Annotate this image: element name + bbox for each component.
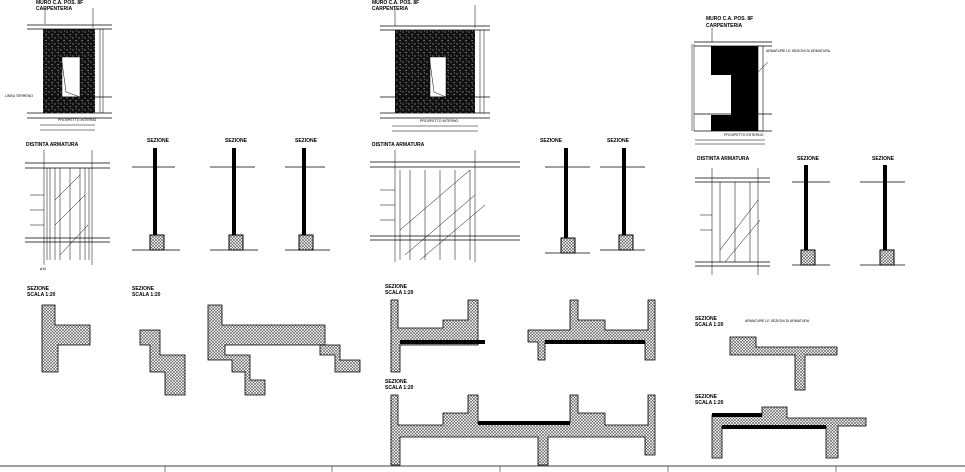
panel-subtitle: CARPENTERIA	[706, 23, 743, 29]
view-label: PROSPETTO INTERNO	[58, 118, 97, 122]
scale-label: SCALA 1:20	[132, 292, 161, 298]
section-title: SEZIONE	[540, 138, 563, 144]
section-column: SEZIONE	[792, 156, 830, 266]
section-column: SEZIONE	[600, 138, 645, 251]
schedule-title: DISTINTA ARMATURA	[697, 156, 750, 162]
view-label: PROSPETTO INTERNO	[420, 119, 459, 123]
schedule-title: DISTINTA ARMATURA	[372, 142, 425, 148]
schedule-title: DISTINTA ARMATURA	[26, 142, 79, 148]
rebar-note: ARMATURE LE SEZIONI DI ARMATURA	[766, 49, 831, 53]
section-title: SEZIONE	[295, 138, 318, 144]
scale-label: SCALA 1:20	[385, 385, 414, 391]
vertical-sections: SEZIONE SEZIONE SEZIONE SEZIONE SEZIONE …	[132, 138, 905, 266]
section-title: SEZIONE	[872, 156, 895, 162]
section-title: SEZIONE	[695, 316, 718, 322]
wall-elevation-1: MURO C.A. POS. 8F CARPENTERIA LINEA TERR…	[5, 0, 112, 131]
sheet-frame	[0, 465, 965, 472]
panel-title: MURO C.A. POS. 8F	[706, 16, 753, 22]
terrain-note: LINEA TERRENO	[5, 94, 33, 98]
scale-label: SCALA 1:20	[695, 400, 724, 406]
section-title: SEZIONE	[27, 286, 50, 292]
section-title: SEZIONE	[147, 138, 170, 144]
section-title: SEZIONE	[797, 156, 820, 162]
panel-title: MURO C.A. POS. 8F	[36, 0, 83, 6]
panel-title: MURO C.A. POS. 8F	[372, 0, 419, 6]
section-column: SEZIONE	[285, 138, 330, 251]
wall-elevation-2: MURO C.A. POS. 8F CARPENTERIA PROSPETTO …	[372, 0, 490, 132]
rebar-schedule-2: DISTINTA ARMATURA	[370, 142, 520, 262]
section-column: SEZIONE	[540, 138, 590, 254]
rebar-schedule-3: DISTINTA ARMATURA	[695, 156, 770, 275]
wall-elevation-3: MURO C.A. POS. 8F CARPENTERIA ARMATURE L…	[691, 16, 831, 145]
scale-label: SCALA 1:20	[27, 292, 56, 298]
section-column: SEZIONE	[210, 138, 258, 251]
section-title: SEZIONE	[695, 394, 718, 400]
view-label: PROSPETTO ESTERNO	[724, 133, 764, 137]
rebar-note: ARMATURE LE SEZIONI DI ARMATURA	[745, 319, 810, 323]
section-title: SEZIONE	[385, 284, 408, 290]
section-column: SEZIONE	[860, 156, 905, 266]
horizontal-sections: SEZIONE SCALA 1:20 SEZIONE SCALA 1:20 SE…	[27, 284, 867, 466]
scale-label: SCALA 1:20	[695, 322, 724, 328]
section-title: SEZIONE	[385, 379, 408, 385]
section-title: SEZIONE	[132, 286, 155, 292]
section-column: SEZIONE	[132, 138, 180, 251]
section-title: SEZIONE	[607, 138, 630, 144]
rebar-schedule-1: DISTINTA ARMATURA ø10	[25, 142, 110, 271]
scale-label: SCALA 1:20	[385, 290, 414, 296]
panel-subtitle: CARPENTERIA	[36, 6, 73, 12]
bar-label: ø10	[40, 267, 46, 271]
section-title: SEZIONE	[225, 138, 248, 144]
panel-subtitle: CARPENTERIA	[372, 6, 409, 12]
